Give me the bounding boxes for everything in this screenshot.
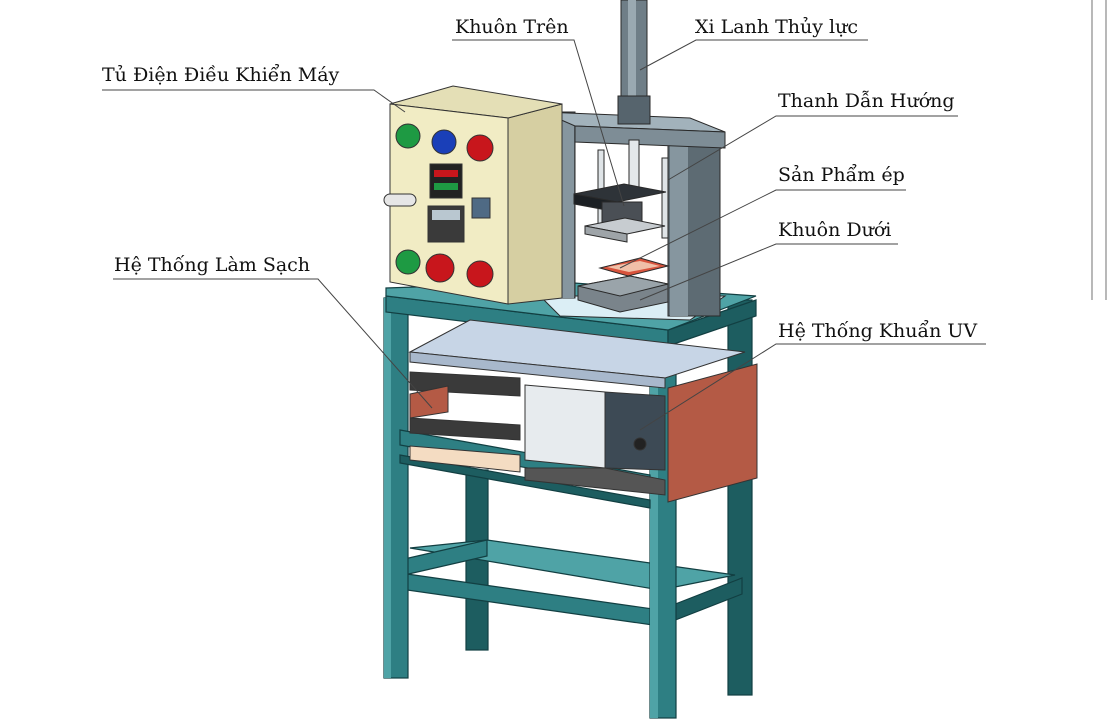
background-pillar — [1091, 0, 1107, 300]
frame-leg-back-right — [727, 299, 753, 696]
uv-mesh-floor — [524, 467, 666, 496]
cabinet-handle — [383, 193, 417, 207]
frame-top-right-rail — [667, 299, 757, 347]
leader-pressed-product — [619, 189, 906, 269]
button-red-top — [466, 134, 494, 162]
press-unit — [538, 0, 727, 321]
label-upper-mold: Khuôn Trên — [455, 16, 569, 38]
button-red-bottom-2 — [466, 260, 494, 288]
leader-control-cabinet — [102, 89, 406, 113]
label-cleaning-system: Hệ Thống Làm Sạch — [114, 254, 311, 276]
leader-hydraulic-cylinder — [639, 39, 868, 71]
cabinet-side — [507, 103, 563, 305]
leader-upper-mold — [452, 39, 625, 207]
label-guide-bar: Thanh Dẫn Hướng — [778, 90, 955, 112]
label-pressed-product: Sản Phẩm ép — [778, 164, 905, 186]
temperature-display — [429, 163, 463, 199]
button-blue-top — [431, 129, 457, 155]
leader-cleaning-system — [113, 278, 433, 409]
uv-chamber-interior — [604, 391, 666, 471]
cleaning-mesh-lower — [409, 417, 521, 441]
hydraulic-cylinder-flange — [617, 95, 651, 125]
label-hydraulic-cylinder: Xi Lanh Thủy lực — [695, 16, 858, 38]
leader-lower-mold — [639, 243, 898, 301]
piston-rod — [628, 139, 640, 191]
frame-low-rail-front — [399, 454, 651, 509]
button-red-bottom-1 — [425, 253, 455, 283]
selector-switch — [471, 197, 491, 219]
control-cabinet — [383, 85, 563, 305]
label-control-cabinet: Tủ Điện Điều Khiển Máy — [102, 64, 340, 86]
label-lower-mold: Khuôn Dưới — [778, 219, 892, 241]
button-green-bottom — [395, 249, 421, 275]
cleaning-base-plate — [409, 445, 521, 473]
guide-rod-right — [661, 157, 669, 239]
leader-guide-bar — [667, 115, 958, 181]
leader-lines — [102, 39, 986, 431]
label-uv-system: Hệ Thống Khuẩn UV — [778, 320, 978, 342]
button-green-top — [395, 123, 421, 149]
uv-lamp-socket — [633, 437, 647, 451]
leader-uv-system — [639, 343, 986, 431]
glass-partition — [524, 384, 606, 469]
machine-frame — [383, 281, 757, 719]
